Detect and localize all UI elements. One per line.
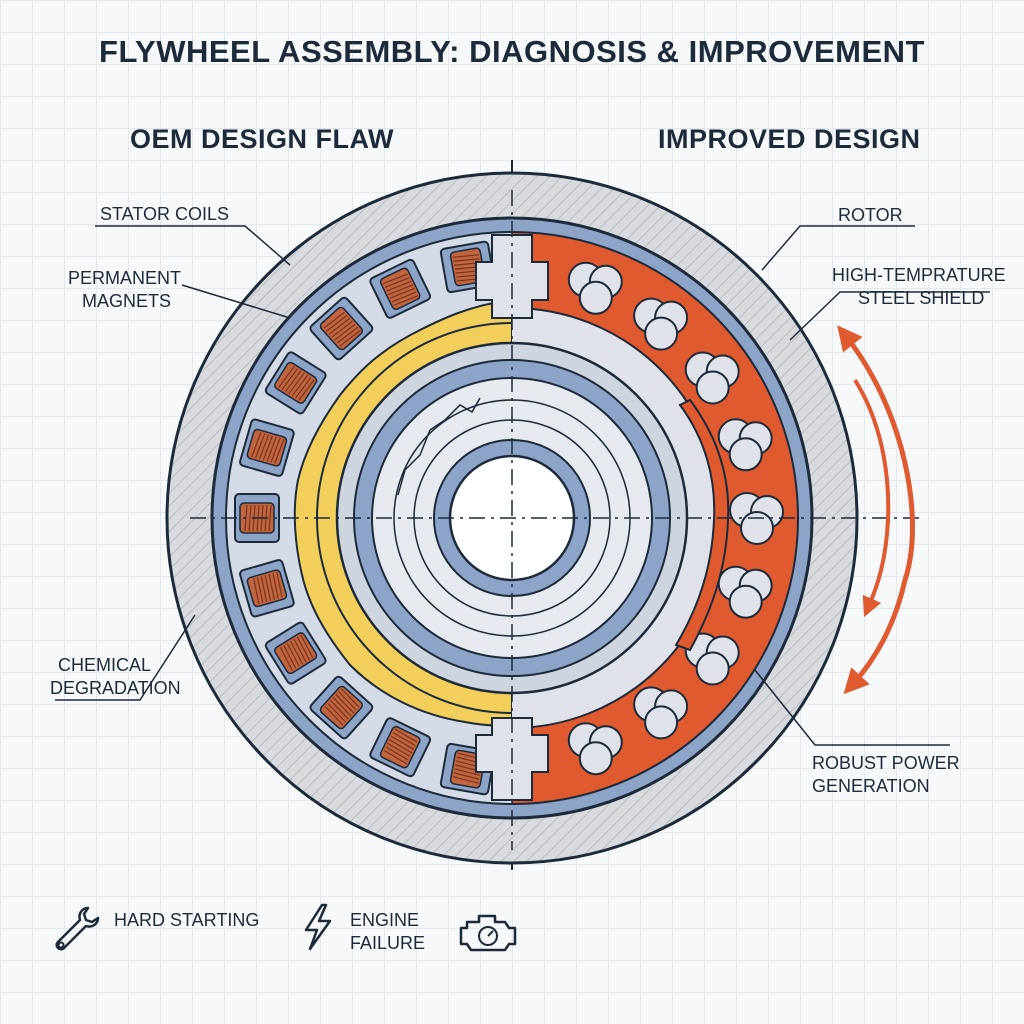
rotor-magnets (567, 261, 784, 776)
symptom-engine-failure-line2: FAILURE (350, 933, 426, 953)
rotation-arrow (837, 325, 915, 695)
rotor-magnet (567, 722, 623, 776)
stator-coil (239, 418, 295, 477)
label-chemical-degradation-line1: CHEMICAL (58, 655, 152, 675)
stator-coil (239, 559, 295, 618)
stator-coil (264, 621, 327, 685)
stator-coil (369, 258, 432, 319)
symptom-hard-starting: HARD STARTING (114, 910, 260, 930)
label-robust-power-line2: GENERATION (812, 776, 930, 796)
rotor-magnet (567, 261, 623, 315)
right-heading: IMPROVED DESIGN (658, 124, 921, 154)
label-permanent-magnets-line2: MAGNETS (82, 291, 172, 311)
rotor-magnet (684, 351, 740, 405)
left-heading: OEM DESIGN FLAW (130, 124, 394, 154)
steel-shield-strip (674, 398, 730, 652)
stator-coils (234, 240, 496, 796)
label-steel-shield-line2: STEEL SHIELD (858, 288, 985, 308)
rotor-magnet (633, 297, 689, 351)
label-chemical-degradation-line2: DEGRADATION (50, 678, 181, 698)
label-robust-power-line1: ROBUST POWER (812, 753, 960, 773)
stator-coil (369, 717, 432, 778)
label-stator-coils: STATOR COILS (100, 204, 230, 224)
centerlines (190, 190, 920, 850)
label-rotor: ROTOR (838, 205, 903, 225)
stator-coil (309, 296, 374, 361)
leader-lines (55, 225, 990, 746)
wrench-icon (55, 906, 100, 951)
crack-line (397, 397, 481, 496)
rotation-arrow-inner (853, 378, 891, 618)
symptom-engine-failure-line1: ENGINE (350, 910, 420, 930)
lightning-icon (304, 903, 332, 951)
label-permanent-magnets-line1: PERMANENT (68, 268, 182, 288)
rotor-magnet (717, 418, 773, 472)
engine-icon (459, 914, 517, 952)
label-steel-shield-line1: HIGH-TEMPRATURE (832, 265, 1006, 285)
rotor-magnet (633, 686, 689, 740)
stator-coil (309, 675, 374, 740)
stator-coil (264, 351, 327, 415)
page-title: FLYWHEEL ASSEMBLY: DIAGNOSIS & IMPROVEME… (99, 34, 925, 69)
rotor-magnet (684, 632, 740, 686)
